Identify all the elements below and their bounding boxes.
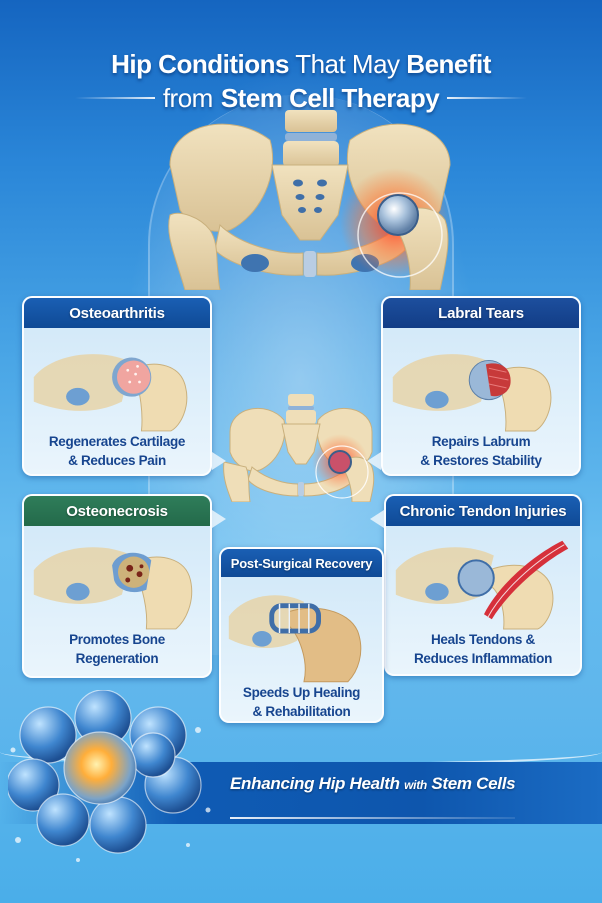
title-rule-left [74,97,155,99]
caption-line: Repairs Labrum [431,434,531,449]
banner-underline [230,817,515,819]
caption-line: Heals Tendons & [430,632,536,647]
title-text-thin: from [162,83,214,113]
title-rule-right [447,97,528,99]
tendon-injury-hip-illustration [386,530,580,630]
labral-tear-hip-illustration [383,332,579,432]
caption-line: Speeds Up Healing [242,685,361,700]
card-caption: Promotes Bone Regeneration [24,630,210,668]
card-header: Chronic Tendon Injuries [386,496,580,526]
card-header: Osteonecrosis [24,496,210,526]
caption-line: & Restores Stability [420,453,542,468]
post-surgical-hip-illustration [221,581,382,683]
title-line-1: Hip Conditions That May Benefit [0,48,602,80]
card-caption: Heals Tendons & Reduces Inflammation [386,630,580,668]
banner-tagline: Enhancing Hip Health with Stem Cells [230,774,516,794]
card-caption: Speeds Up Healing & Rehabilitation [221,683,382,721]
osteonecrosis-hip-illustration [24,530,210,630]
caption-line: & Reduces Pain [68,453,166,468]
stem-cell-cluster-icon [8,690,211,862]
title-text-bold: Benefit [406,49,491,79]
banner-text-a: Enhancing Hip Health [230,774,400,793]
caption-line: Regenerates Cartilage [48,434,186,449]
card-header: Post-Surgical Recovery [221,549,382,577]
pelvis-illustration [168,110,451,290]
pointer-arrow [370,510,384,528]
caption-line: Promotes Bone [69,632,165,647]
card-chronic-tendon-injuries: Chronic Tendon Injuries Heals Tendons & … [384,494,582,676]
pointer-arrow [367,452,381,470]
title-text-bold: Hip Conditions [111,49,289,79]
caption-line: Regeneration [75,651,159,666]
title-text-bold: Stem Cell Therapy [220,83,440,113]
card-header: Labral Tears [383,298,579,328]
card-osteonecrosis: Osteonecrosis Promotes Bone Regeneration [22,494,212,678]
card-caption: Regenerates Cartilage & Reduces Pain [24,432,210,470]
banner-text-b: Stem Cells [431,774,516,793]
title-line-2: from Stem Cell Therapy [0,82,602,114]
pointer-arrow [212,452,226,470]
page-title: Hip Conditions That May Benefit from Ste… [0,48,602,114]
caption-line: Reduces Inflammation [413,651,553,666]
card-post-surgical-recovery: Post-Surgical Recovery Speeds Up Healing… [219,547,384,723]
title-text-thin: That May [295,49,400,79]
card-labral-tears: Labral Tears Repairs Labrum & Restores S… [381,296,581,476]
card-header: Osteoarthritis [24,298,210,328]
osteoarthritis-hip-illustration [24,332,210,432]
caption-line: & Rehabilitation [252,704,351,719]
card-caption: Repairs Labrum & Restores Stability [383,432,579,470]
card-osteoarthritis: Osteoarthritis Regenerates Cartilage & R… [22,296,212,476]
pointer-arrow [212,510,226,528]
pelvis-small-illustration [223,394,375,502]
banner-text-small: with [404,778,427,792]
